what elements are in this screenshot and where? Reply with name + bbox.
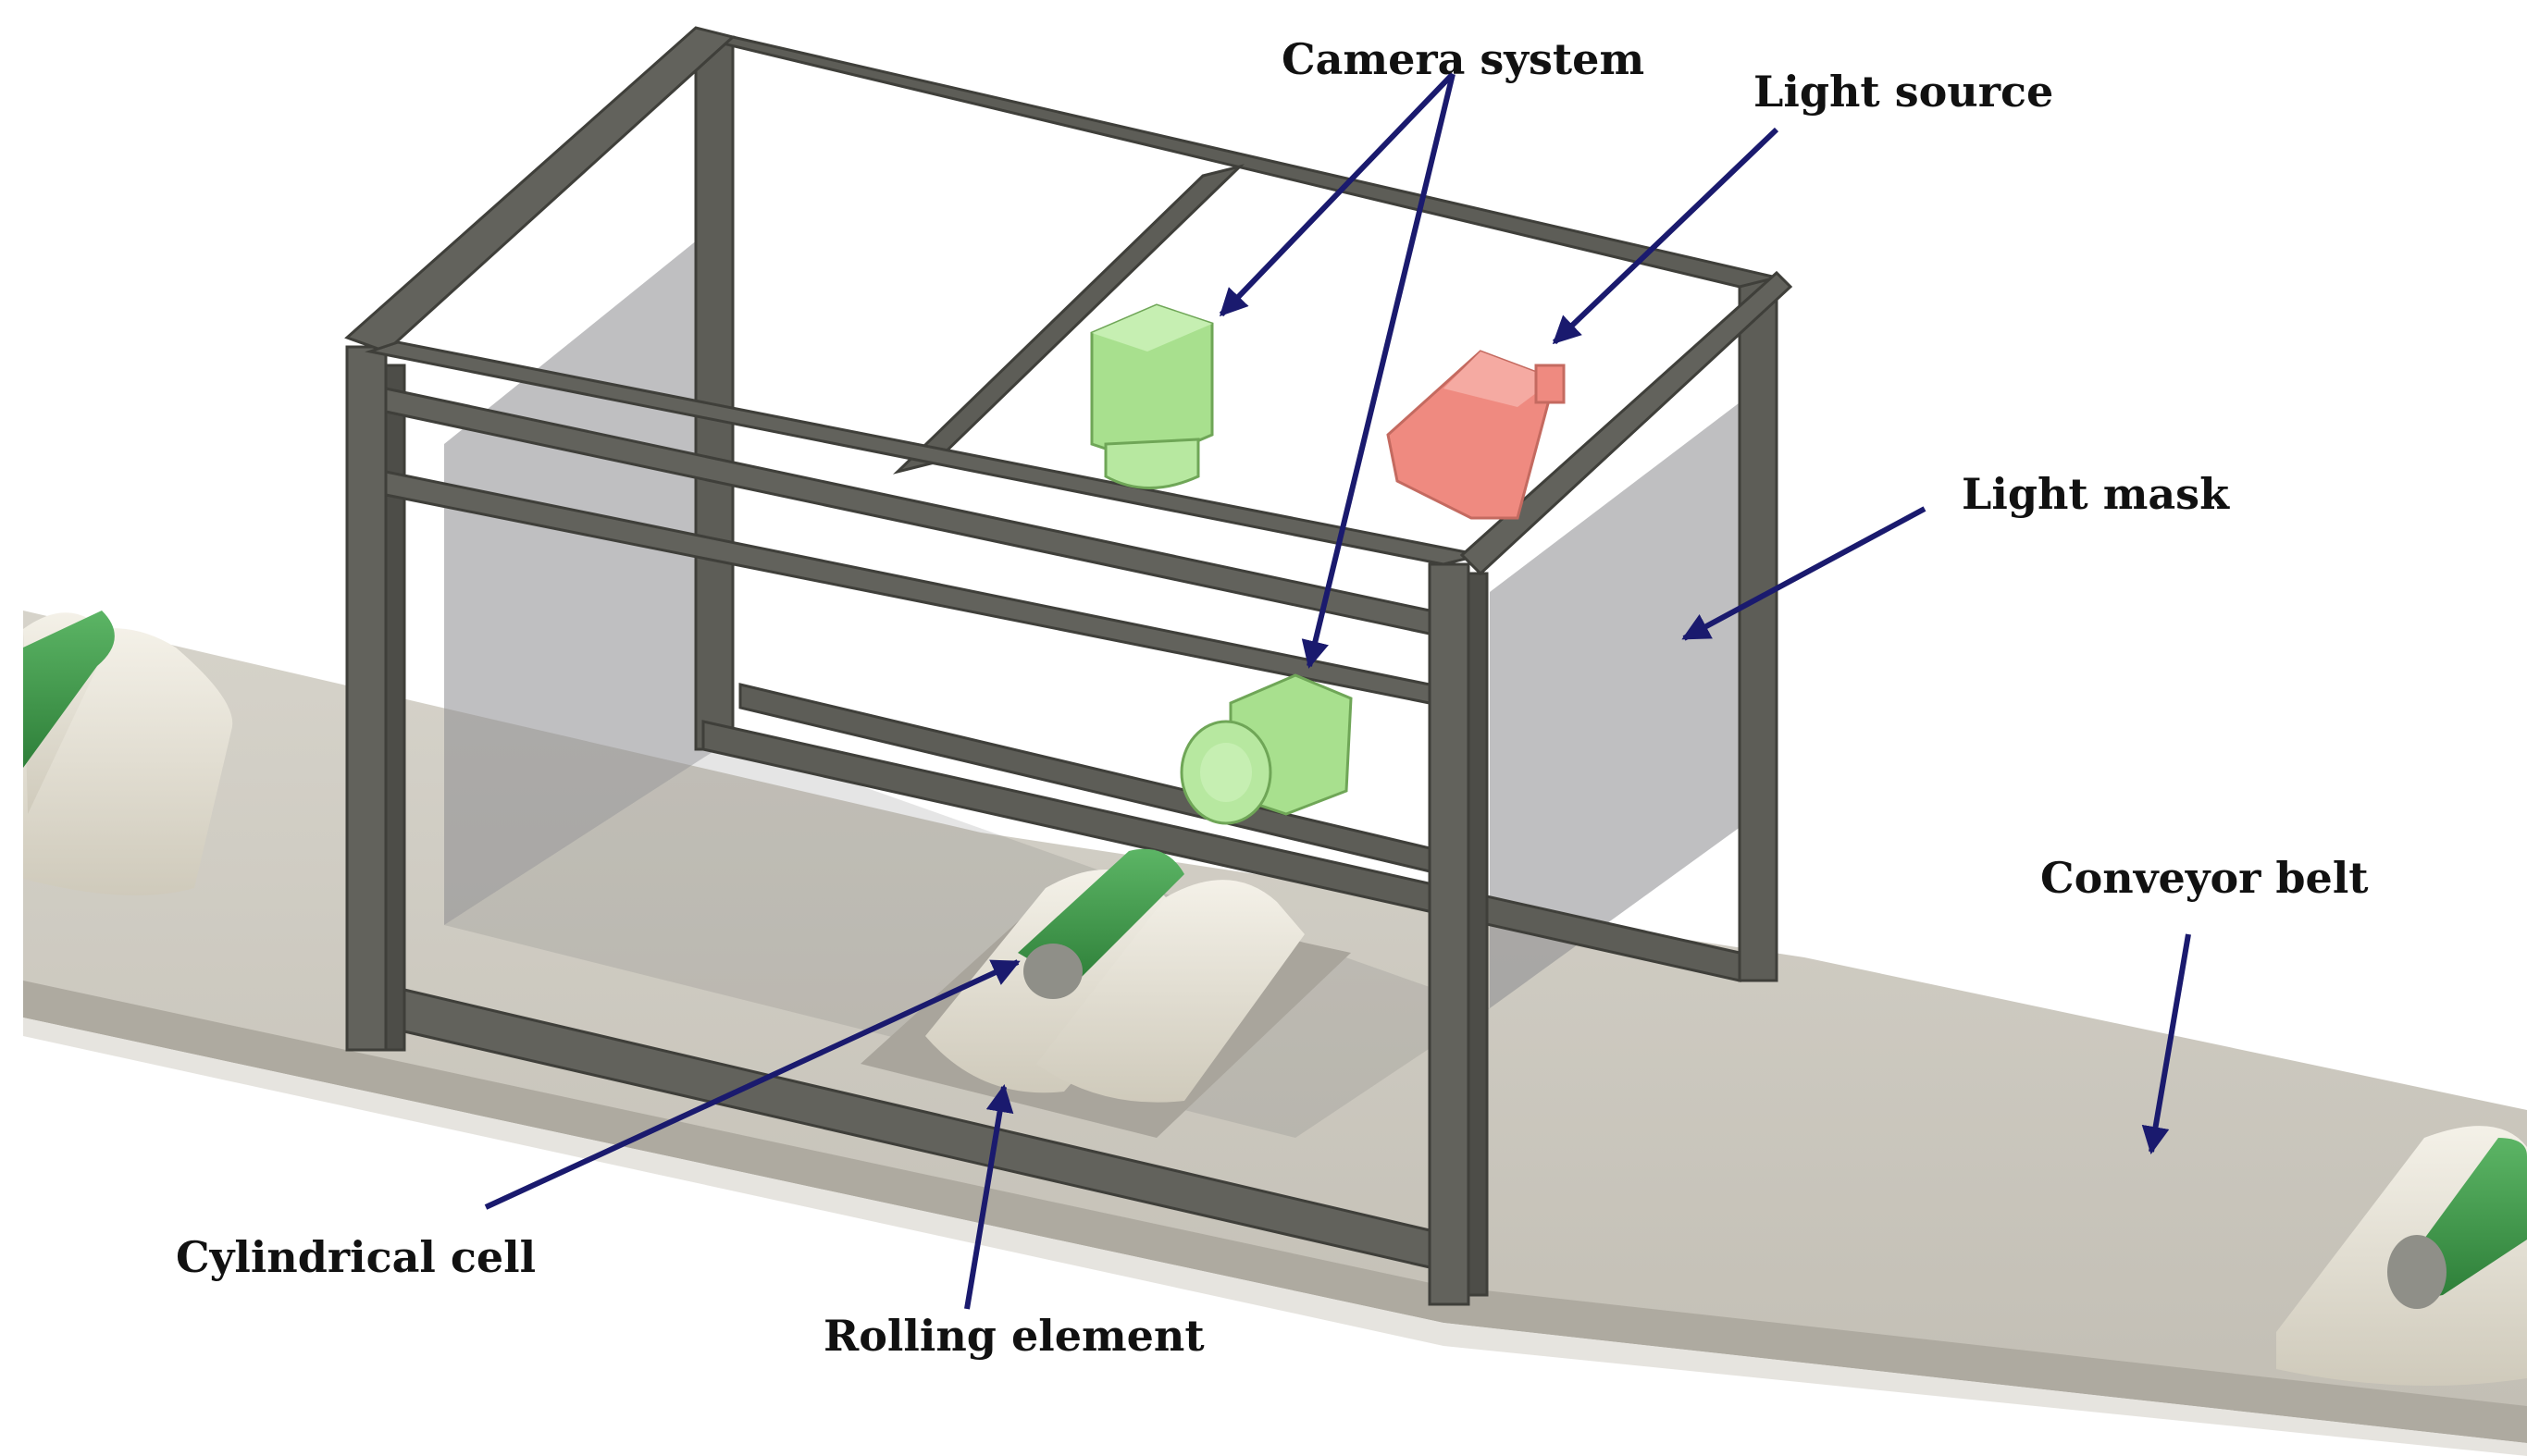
label-conveyor-belt: Conveyor belt xyxy=(2040,853,2369,903)
label-light-mask: Light mask xyxy=(1962,469,2230,519)
camera-top xyxy=(1090,303,1214,489)
label-light-source: Light source xyxy=(1753,67,2053,117)
conveyor-belt xyxy=(23,611,2527,1456)
arrow-camera-top xyxy=(1219,71,1456,317)
light-source xyxy=(1386,350,1566,520)
label-rolling-element: Rolling element xyxy=(824,1311,1205,1361)
arrow-cylindrical-cell xyxy=(484,959,1021,1210)
left-cell-carrier xyxy=(23,611,233,895)
right-cell-carrier xyxy=(2276,1126,2527,1386)
arrow-light-mask xyxy=(1681,506,1926,641)
arrow-conveyor-belt xyxy=(2141,933,2191,1154)
label-camera-system: Camera system xyxy=(1282,34,1644,84)
arrow-light-source xyxy=(1552,127,1779,345)
camera-bottom xyxy=(1180,673,1353,825)
arrow-rolling-element xyxy=(964,1084,1014,1310)
arrow-camera-bottom xyxy=(1301,73,1456,669)
rolling-element-center xyxy=(861,848,1351,1138)
annotation-arrows xyxy=(484,71,2191,1310)
label-cylindrical-cell: Cylindrical cell xyxy=(176,1232,536,1282)
aluminum-frame-front xyxy=(344,26,1793,1306)
